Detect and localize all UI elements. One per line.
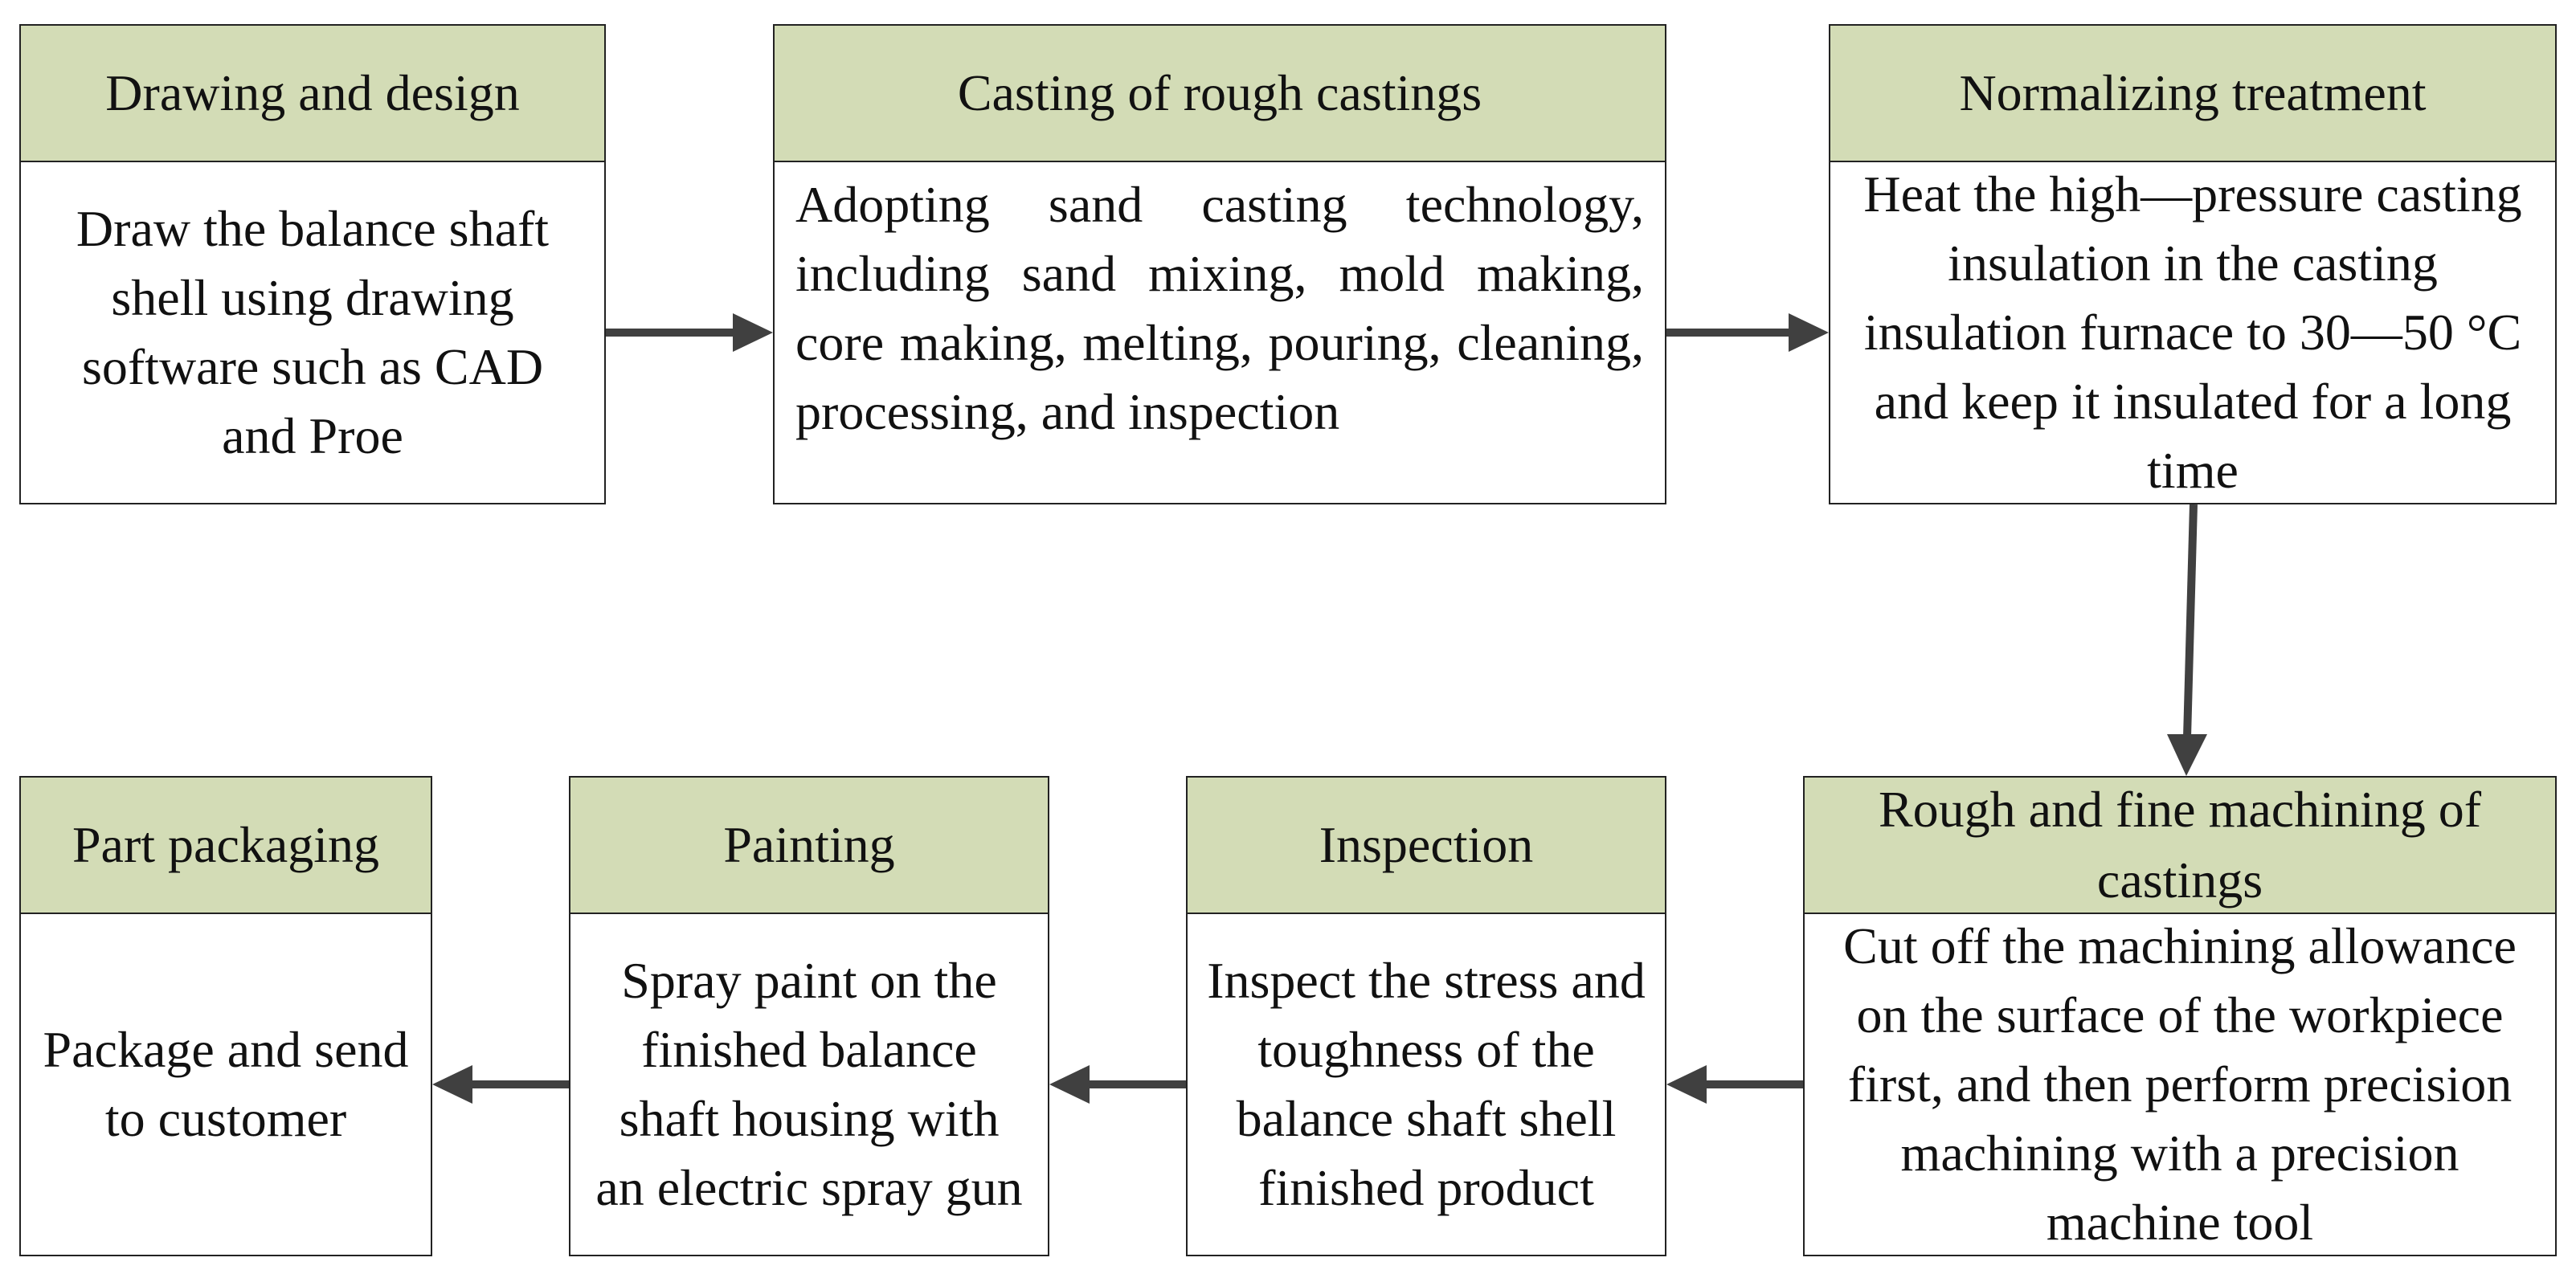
step-description: Adopting sand casting technology, includ… xyxy=(795,176,1644,440)
step-title: Drawing and design xyxy=(21,26,604,162)
step-description: Heat the high—pressure casting insulatio… xyxy=(1863,165,2522,499)
step-title: Casting of rough castings xyxy=(775,26,1665,162)
step-title: Rough and fine machining of castings xyxy=(1805,778,2555,914)
step-title: Inspection xyxy=(1188,778,1665,914)
step-drawing-and-design: Drawing and design Draw the balance shaf… xyxy=(19,24,606,504)
arrowhead xyxy=(733,313,773,352)
arrowhead xyxy=(432,1065,472,1104)
step-description: Package and send to customer xyxy=(43,1021,409,1147)
step-painting: Painting Spray paint on the finished bal… xyxy=(569,776,1049,1256)
step-rough-and-fine-machining: Rough and fine machining of castings Cut… xyxy=(1803,776,2557,1256)
step-part-packaging: Part packaging Package and send to custo… xyxy=(19,776,432,1256)
step-description: Draw the balance shaft shell using drawi… xyxy=(76,200,550,464)
step-description: Spray paint on the finished balance shaf… xyxy=(595,952,1023,1216)
step-description: Cut off the machining allowance on the s… xyxy=(1843,917,2517,1251)
step-normalizing-treatment: Normalizing treatment Heat the high—pres… xyxy=(1829,24,2557,504)
arrowhead xyxy=(1666,1065,1707,1104)
arrow-normalizing-to-machining xyxy=(2183,504,2198,738)
step-description: Inspect the stress and toughness of the … xyxy=(1207,952,1646,1216)
arrowhead xyxy=(2167,734,2207,776)
arrowhead xyxy=(1049,1065,1090,1104)
step-casting-of-rough-castings: Casting of rough castings Adopting sand … xyxy=(773,24,1666,504)
step-title: Part packaging xyxy=(21,778,431,914)
step-inspection: Inspection Inspect the stress and toughn… xyxy=(1186,776,1666,1256)
step-title: Normalizing treatment xyxy=(1830,26,2555,162)
arrowhead xyxy=(1789,313,1829,352)
step-title: Painting xyxy=(570,778,1048,914)
